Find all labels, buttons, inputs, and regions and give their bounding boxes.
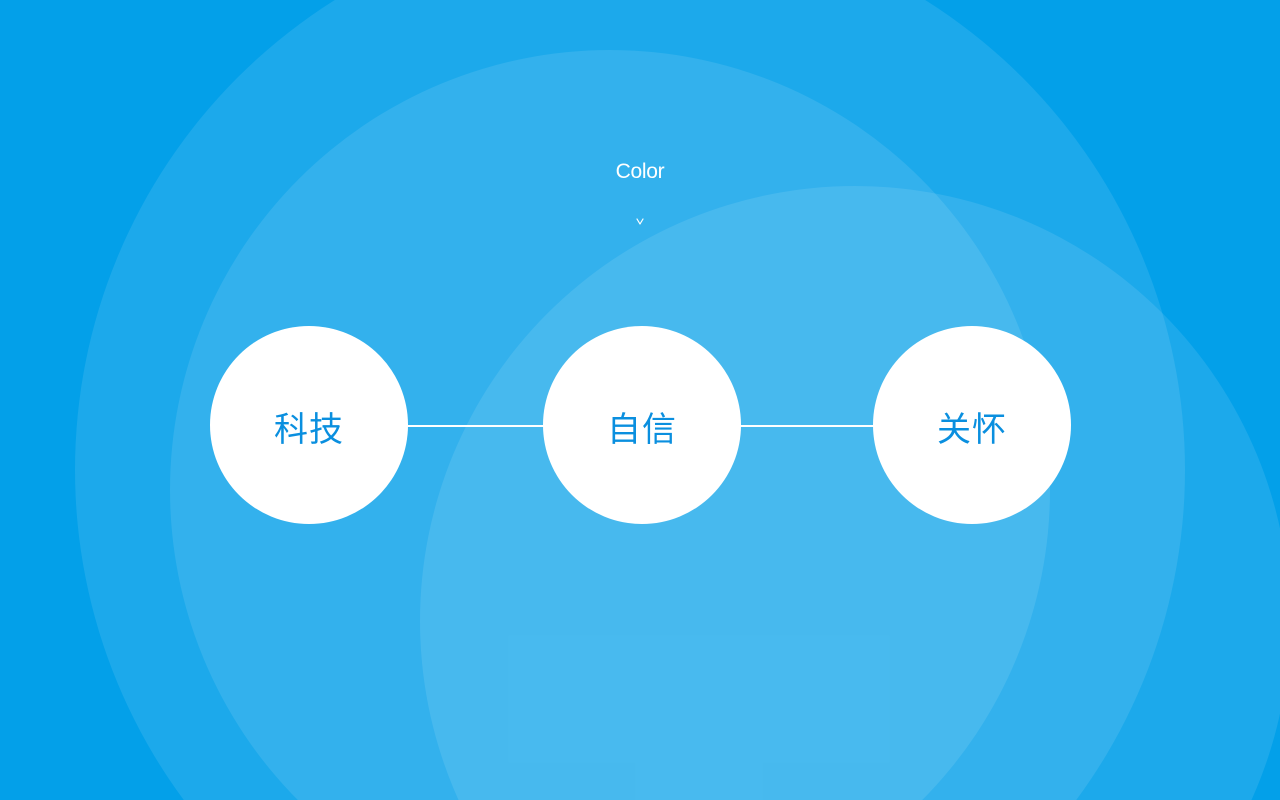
connector-line-2 — [740, 425, 875, 427]
node-care[interactable]: 关怀 — [873, 326, 1071, 524]
page-title: Color — [615, 160, 665, 183]
node-technology[interactable]: 科技 — [210, 326, 408, 524]
connector-line-1 — [407, 425, 545, 427]
node-confidence[interactable]: 自信 — [543, 326, 741, 524]
node-label: 自信 — [607, 409, 677, 450]
node-label: 科技 — [274, 409, 344, 450]
node-label: 关怀 — [937, 409, 1007, 450]
chevron-down-icon[interactable] — [634, 216, 646, 226]
